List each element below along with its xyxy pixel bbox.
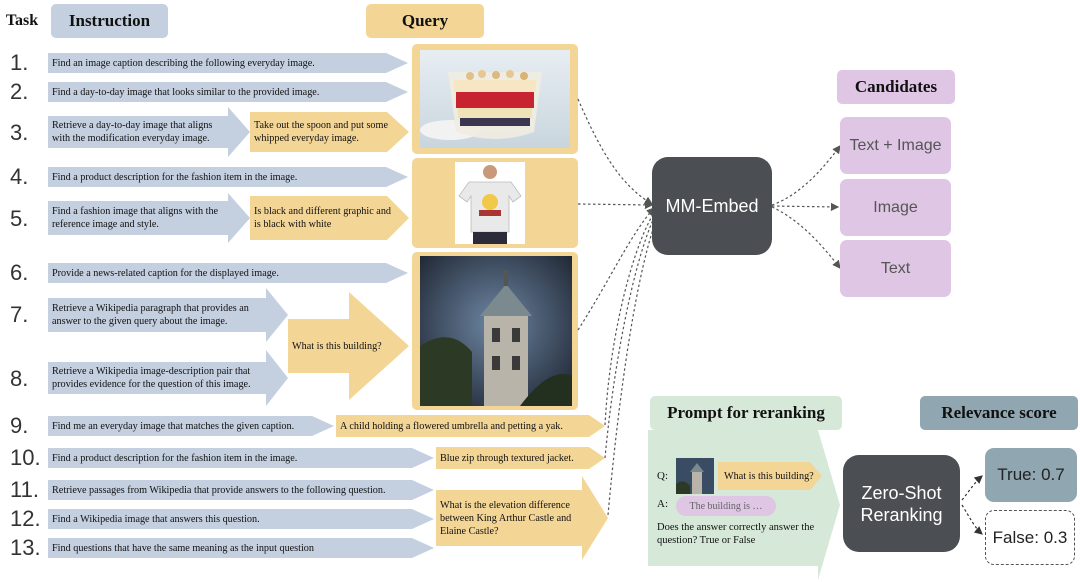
query-text: Blue zip through textured jacket. — [440, 452, 574, 464]
connector-cand-2 — [771, 202, 840, 212]
task-number: 2. — [10, 79, 29, 104]
task-number: 12. — [10, 506, 41, 531]
instruction-arrow-5 — [48, 193, 250, 243]
instruction-arrow-12 — [48, 509, 434, 529]
connector-q3 — [577, 207, 655, 331]
query-arrow-5 — [250, 196, 409, 240]
candidates-header: Candidates — [837, 70, 955, 104]
instruction-arrow-11 — [48, 480, 434, 500]
instruction-text: Find a product description for the fashi… — [52, 452, 298, 464]
query-text: Take out the spoon and put some whipped … — [254, 120, 388, 144]
query-text: What is this building? — [292, 340, 382, 352]
instruction-arrow-8 — [48, 350, 288, 406]
query-header: Query — [366, 4, 484, 38]
query-text: Is black and different graphic and is bl… — [254, 206, 392, 230]
instruction-arrow-6 — [48, 263, 408, 283]
score-false: False: 0.3 — [985, 510, 1075, 565]
connector-q2 — [577, 200, 654, 210]
prompt-question: Does the answer correctly answer the que… — [657, 522, 815, 546]
task-number: 5. — [10, 206, 29, 231]
task-number: 13. — [10, 535, 41, 560]
instruction-text: Find an image caption describing the fol… — [52, 57, 315, 69]
query-arrow-1113 — [436, 476, 608, 560]
instruction-arrow-9 — [48, 416, 334, 436]
task-number: 9. — [10, 413, 29, 438]
prompt-a-label: A: — [657, 498, 668, 510]
connector-q9 — [604, 209, 657, 426]
instruction-text: Find a product description for the fashi… — [52, 171, 298, 183]
prompt-q-label: Q: — [657, 470, 668, 482]
instruction-text: Retrieve a Wikipedia image-description p… — [52, 366, 251, 390]
query-arrow-9 — [336, 415, 605, 437]
prompt-for-reranking-header: Prompt for reranking — [650, 396, 842, 430]
score-true: True: 0.7 — [985, 448, 1077, 502]
instruction-arrow-2 — [48, 82, 408, 102]
dessert-image — [420, 50, 570, 148]
instruction-text: Find a day-to-day image that looks simil… — [52, 86, 320, 98]
instruction-arrow-10 — [48, 448, 434, 468]
building-image — [420, 256, 572, 406]
instruction-text: Find questions that have the same meanin… — [52, 542, 314, 554]
task-number: 8. — [10, 366, 29, 391]
instruction-text: Find a Wikipedia image that answers this… — [52, 513, 260, 525]
instruction-text: Retrieve passages from Wikipedia that pr… — [52, 484, 386, 496]
connector-q1 — [577, 98, 654, 205]
mm-embed-model: MM-Embed — [652, 157, 772, 255]
task-number: 4. — [10, 164, 29, 189]
task-number: 3. — [10, 120, 29, 145]
prompt-q-text: What is this building? — [724, 470, 814, 482]
instruction-arrow-4 — [48, 167, 408, 187]
task-header: Task — [5, 12, 39, 29]
connector-q1113 — [607, 209, 661, 516]
connector-q10 — [604, 208, 659, 459]
task-number: 7. — [10, 302, 29, 327]
task-number: 6. — [10, 260, 29, 285]
instruction-text: Retrieve a Wikipedia paragraph that prov… — [52, 303, 249, 327]
candidate-text-image: Text + Image — [840, 117, 951, 174]
connector-true — [961, 475, 983, 501]
connector-cand-1 — [771, 145, 841, 206]
query-arrow-10 — [436, 447, 605, 469]
instruction-arrow-3 — [48, 107, 250, 157]
shirt-image — [455, 162, 525, 244]
instruction-header: Instruction — [51, 4, 168, 38]
instruction-arrow-13 — [48, 538, 434, 558]
instruction-text: Find a fashion image that aligns with th… — [52, 206, 219, 230]
candidate-text: Text — [840, 240, 951, 297]
task-number: 11. — [10, 477, 39, 502]
instruction-arrow-7 — [48, 288, 288, 342]
prompt-a-text: The building is … — [676, 496, 776, 516]
instruction-text: Retrieve a day-to-day image that aligns … — [52, 120, 213, 144]
instruction-text: Provide a news-related caption for the d… — [52, 267, 279, 279]
prompt-query-arrow — [718, 462, 822, 490]
candidate-image: Image — [840, 179, 951, 236]
connector-cand-3 — [771, 206, 841, 269]
zero-shot-reranking-model: Zero-Shot Reranking — [843, 455, 960, 552]
task-number: 10. — [10, 445, 41, 470]
query-arrow-78 — [288, 292, 409, 400]
query-arrow-3 — [250, 112, 409, 152]
connector-false — [961, 504, 983, 535]
query-text: What is the elevation difference between… — [440, 499, 572, 537]
instruction-arrow-1 — [48, 53, 408, 73]
task-number: 1. — [10, 50, 29, 75]
relevance-score-header: Relevance score — [920, 396, 1078, 430]
query-text: A child holding a flowered umbrella and … — [340, 420, 563, 432]
prompt-thumbnail — [676, 458, 714, 494]
instruction-text: Find me an everyday image that matches t… — [52, 420, 295, 432]
